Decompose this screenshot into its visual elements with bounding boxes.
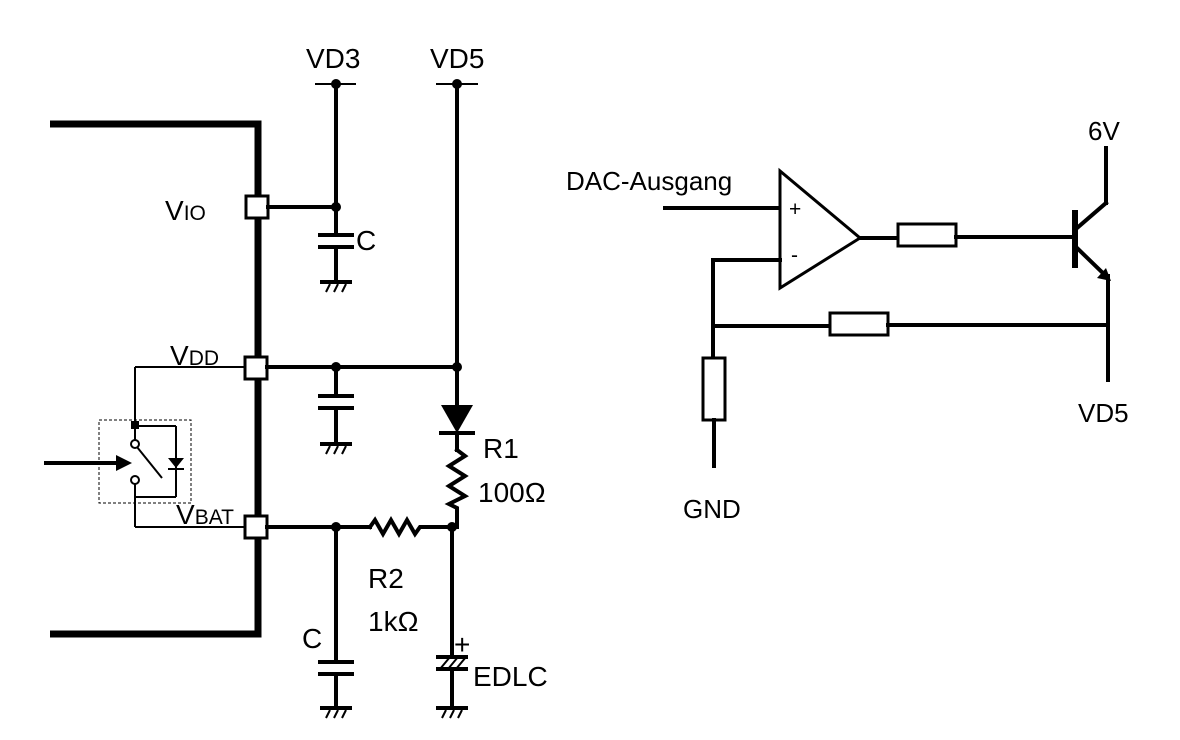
r1-value: 100Ω	[478, 477, 546, 508]
input-arrow-icon	[44, 455, 132, 471]
resistor-r2	[367, 515, 454, 539]
capacitor-bottom-label: C	[302, 623, 322, 654]
capacitor-middle	[318, 365, 354, 455]
output-label: VD5	[1078, 398, 1129, 428]
resistor-feedback	[828, 311, 890, 337]
resistor-ground	[701, 356, 727, 422]
vbat-label: VBAT	[176, 499, 234, 530]
vd3-label: VD3	[306, 43, 360, 74]
left-circuit: VIO VDD VBAT VD3 C VD5	[44, 43, 548, 719]
ic-outline	[50, 120, 262, 638]
vdd-pin	[243, 355, 269, 381]
diode	[439, 405, 475, 452]
edlc-label: EDLC	[473, 661, 548, 692]
capacitor-top	[318, 233, 354, 293]
vdd-label: VDD	[170, 340, 219, 371]
vbat-pin	[243, 514, 269, 540]
ground-label: GND	[683, 494, 741, 524]
opamp-plus: +	[789, 198, 801, 221]
capacitor-top-label: C	[356, 225, 376, 256]
r2-name: R2	[368, 563, 404, 594]
opamp-minus: -	[791, 244, 798, 267]
switch-block	[98, 366, 245, 528]
r1-name: R1	[483, 433, 519, 464]
edlc	[436, 525, 468, 719]
dac-input-label: DAC-Ausgang	[566, 166, 732, 196]
vio-pin	[244, 194, 270, 220]
resistor-r1	[444, 447, 470, 529]
resistor-output	[896, 222, 958, 248]
r2-value: 1kΩ	[368, 606, 419, 637]
transistor	[1072, 146, 1111, 382]
right-circuit: DAC-Ausgang + - 6V VD5	[566, 116, 1129, 524]
edlc-plus: +	[454, 629, 470, 660]
opamp	[778, 167, 863, 291]
vd5-label: VD5	[430, 43, 484, 74]
vio-label: VIO	[165, 195, 206, 226]
capacitor-bottom	[318, 525, 354, 719]
supply-label: 6V	[1088, 116, 1120, 146]
